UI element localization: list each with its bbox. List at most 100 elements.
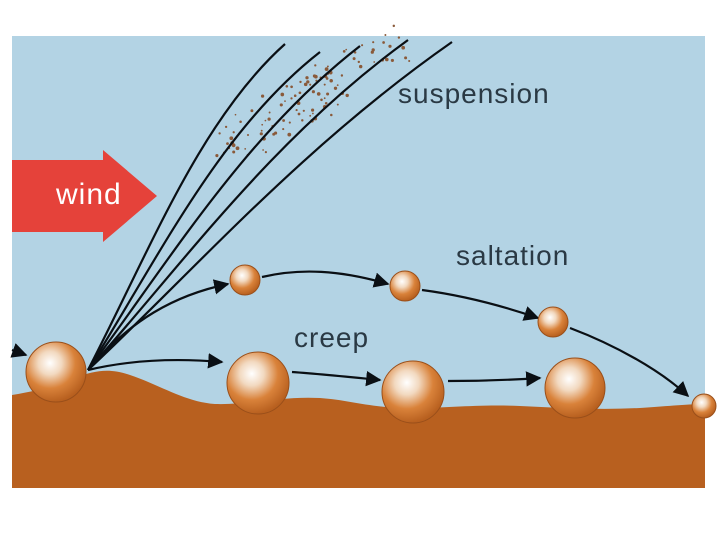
dust-particle	[326, 65, 329, 68]
dust-particle	[309, 83, 312, 86]
dust-particle	[353, 51, 357, 54]
dust-particle	[392, 24, 396, 28]
dust-particle	[246, 133, 250, 137]
dust-particle	[352, 57, 356, 61]
dust-particle	[234, 113, 237, 116]
dust-particle	[358, 64, 363, 69]
dust-particle	[279, 103, 283, 107]
dust-particle	[361, 44, 364, 47]
dust-particle	[320, 98, 323, 102]
dust-particle	[264, 119, 267, 122]
dust-particle	[260, 129, 263, 132]
dust-particle	[401, 45, 406, 50]
dust-particle	[244, 148, 247, 150]
saltation-trajectory	[87, 270, 690, 398]
saltation-arc	[261, 270, 390, 288]
dust-particle	[373, 61, 376, 63]
suspension-path	[87, 39, 409, 371]
saltation-arc	[569, 326, 690, 398]
dust-particle	[336, 84, 339, 86]
incoming-arrow	[10, 343, 28, 358]
dust-particle	[235, 146, 240, 151]
dust-particle	[311, 108, 315, 112]
dust-particle	[311, 90, 315, 94]
saltation-grain	[229, 264, 261, 296]
dust-particle	[232, 150, 236, 154]
creep-grain	[226, 351, 290, 415]
dust-particle	[282, 128, 285, 131]
dust-particle	[342, 50, 346, 53]
dust-particle	[326, 92, 330, 96]
dust-particle	[268, 111, 271, 114]
dust-particle	[301, 119, 304, 122]
dust-particle	[280, 92, 285, 97]
dust-particle	[336, 103, 339, 106]
dust-particle	[305, 76, 309, 80]
dust-particle	[309, 114, 312, 117]
creep-arrow	[87, 353, 224, 372]
dust-particle	[323, 97, 326, 100]
dust-particle	[306, 80, 310, 84]
dust-particle	[345, 93, 349, 98]
creep-label: creep	[294, 322, 370, 353]
dust-particle	[314, 74, 318, 79]
dust-particle	[218, 132, 221, 135]
suspension-path	[87, 43, 286, 371]
dust-particle	[388, 44, 392, 48]
dust-particle	[290, 85, 293, 89]
suspension-label: suspension	[398, 78, 550, 109]
dust-particle	[285, 85, 289, 88]
dust-particle	[408, 59, 411, 63]
creep-grain	[25, 341, 87, 403]
dust-particle	[404, 56, 408, 60]
dust-particle	[231, 143, 236, 148]
saltation-grain	[537, 306, 569, 338]
dust-particle	[372, 41, 375, 44]
dust-particle	[299, 80, 302, 84]
dust-particle	[259, 132, 263, 136]
dust-particle	[290, 97, 293, 100]
creep-trajectory	[87, 353, 542, 387]
dust-particle	[397, 36, 401, 39]
dust-particle	[215, 154, 219, 158]
dust-particle	[333, 86, 338, 90]
saltation-arc	[421, 288, 540, 321]
dust-particle	[329, 78, 333, 83]
dust-particle	[239, 120, 242, 123]
dust-particle	[384, 34, 387, 36]
dust-particle	[384, 57, 389, 62]
dust-particle	[390, 58, 394, 62]
dust-particle	[224, 125, 228, 129]
dust-particle	[323, 83, 326, 86]
dust-particle	[264, 151, 267, 154]
dust-particle	[312, 112, 314, 115]
dust-particle	[345, 48, 348, 51]
dust-particle	[229, 136, 234, 141]
dust-particle	[295, 109, 298, 112]
wind-arrow	[12, 150, 157, 242]
dust-particle	[325, 77, 329, 80]
dust-particle	[324, 101, 328, 105]
creep-grain	[544, 357, 606, 419]
dust-particle	[260, 94, 265, 98]
saltation-arc	[87, 279, 230, 371]
ground-surface	[12, 370, 705, 488]
dust-particle	[302, 109, 305, 112]
creep-arrow	[447, 371, 542, 387]
suspension-trajectories	[87, 39, 453, 371]
dust-particle	[250, 109, 254, 113]
dust-particle	[261, 123, 264, 126]
dust-particle	[340, 74, 344, 77]
dust-particle	[298, 91, 302, 95]
dust-particle	[262, 149, 264, 151]
dust-particle	[272, 132, 276, 136]
dust-particle	[288, 121, 291, 124]
dust-particle	[282, 119, 286, 122]
dust-particle	[226, 142, 229, 145]
saltation-grain	[691, 393, 717, 419]
suspension-path	[87, 45, 361, 371]
dust-particle	[303, 82, 308, 87]
wind-label: wind	[56, 178, 122, 211]
saltation-grain	[389, 270, 421, 302]
creep-arrow	[291, 370, 382, 387]
